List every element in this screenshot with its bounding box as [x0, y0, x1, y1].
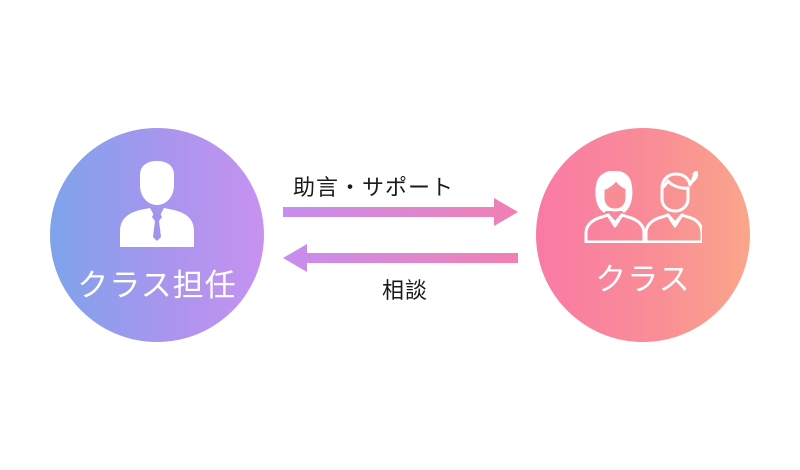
class-node: クラス: [536, 128, 750, 342]
class-label: クラス: [595, 262, 691, 298]
class-teacher-label: クラス担任: [77, 268, 237, 304]
consultation-arrow: [283, 244, 518, 272]
advice-support-label: 助言・サポート: [293, 176, 455, 201]
consultation-label: 相談: [382, 279, 429, 304]
class-teacher-node: クラス担任: [50, 128, 264, 342]
advice-support-arrow: [283, 198, 518, 226]
two-women-icon: [584, 171, 702, 243]
businessman-icon: [120, 161, 194, 247]
